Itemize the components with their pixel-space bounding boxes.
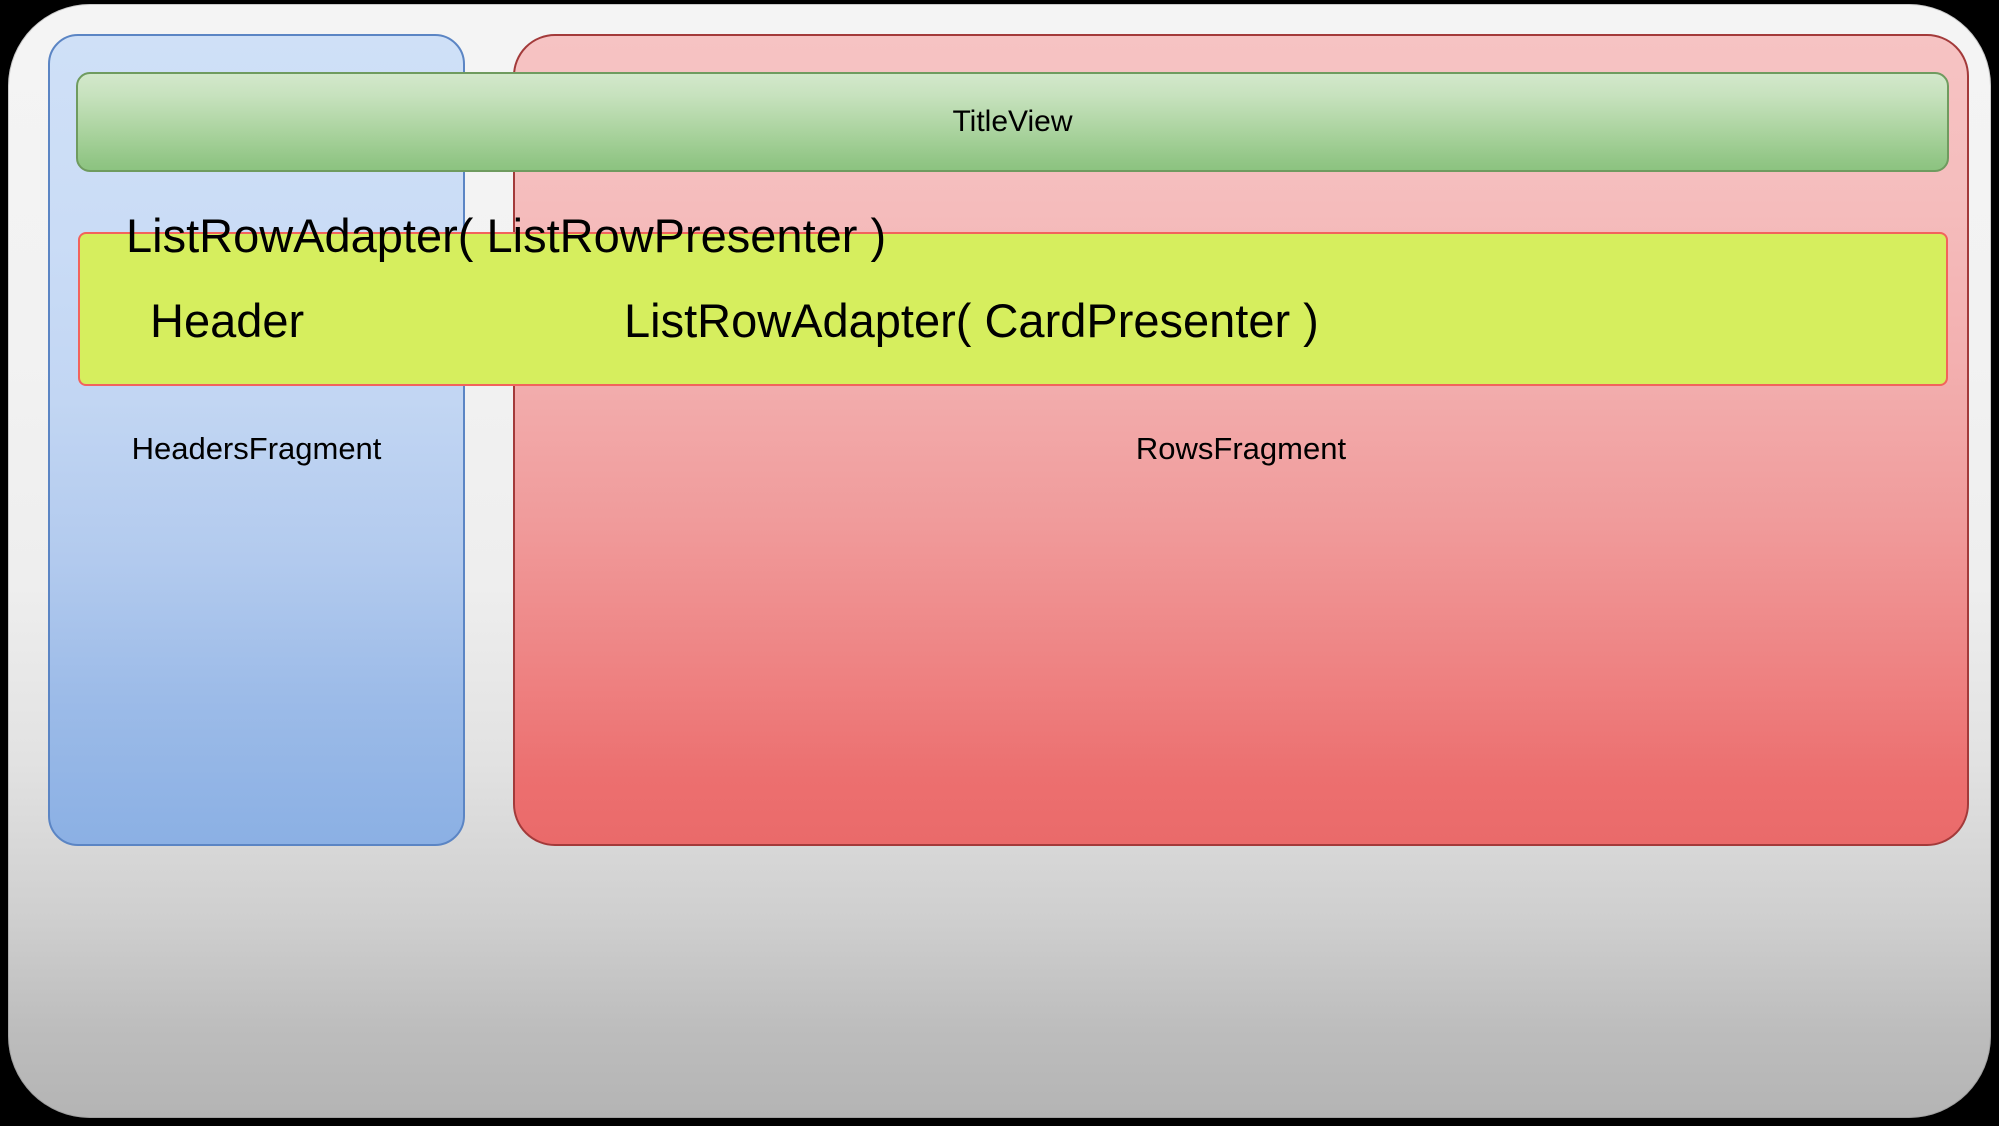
title-view-label: TitleView <box>952 105 1073 138</box>
title-view-bar[interactable]: TitleView <box>76 72 1949 172</box>
list-row-adapter-card-presenter-label: ListRowAdapter( CardPresenter ) <box>624 294 1319 347</box>
outer-container: HeadersFragment RowsFragment TitleView L… <box>8 4 1991 1118</box>
headers-fragment-label: HeadersFragment <box>131 431 382 466</box>
header-label: Header <box>150 294 305 347</box>
list-row-adapter-box[interactable] <box>78 232 1948 386</box>
rows-fragment-label: RowsFragment <box>1135 431 1347 466</box>
list-row-adapter-presenter-label: ListRowAdapter( ListRowPresenter ) <box>126 209 887 262</box>
